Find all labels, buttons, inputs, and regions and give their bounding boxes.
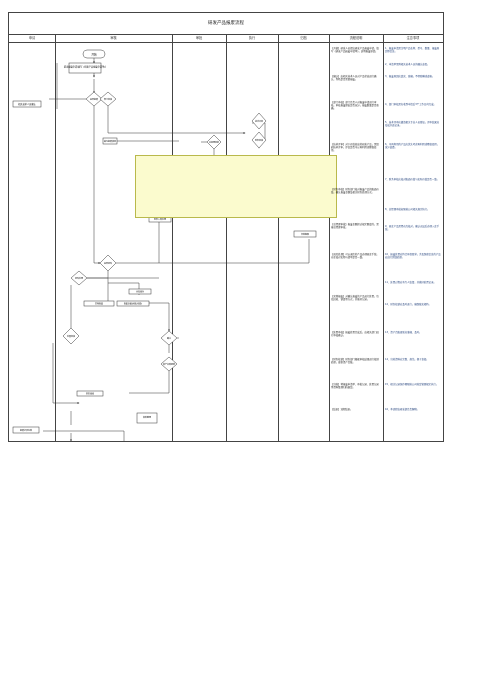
tech-confirm-label: 相关技术人员确认 (18, 102, 36, 106)
desc-12: 【结束】流程结束。 (331, 408, 353, 411)
scrap-decision-label: 是否报废 (90, 97, 98, 101)
record-archive-label: 报废记录存档 (20, 428, 32, 432)
annotation-sticky-note (135, 155, 337, 218)
doc-organize-label: 资料整理 (143, 415, 151, 419)
start-terminator (82, 49, 106, 59)
disposal-box (116, 300, 150, 307)
flow-diagram: 开始 提出报废申请(填写《研发产品报废申请单》) 相关技术人员确认 是否报废 部… (12, 49, 317, 441)
dept-review-decision (99, 91, 117, 107)
lane-divider (226, 42, 227, 441)
note-11: 11、处置过程应有专人监督，并做好处置记录。 (385, 281, 436, 284)
lane-divider (329, 42, 330, 441)
desc-10: 【财务核销】财务部门根据审核结果进行核销处理，更新资产台账。 (331, 358, 379, 365)
note-13: 13、资产台账更新应准确、及时。 (385, 331, 422, 334)
note-8: 8、总经理审批权限按公司相关规定执行。 (385, 208, 430, 211)
note-14: 14、归档资料应完整、规范，便于查阅。 (385, 358, 429, 361)
desc-11: 【归档】将报废申请单、审批记录、处置记录等资料整理归档备案。 (331, 383, 379, 390)
lane-header-archive: 归档 (278, 34, 330, 43)
desc-8: 【实物报废】对确认报废的产品进行处置，包括回收、销毁等方式，并做好记录。 (331, 295, 379, 302)
desc-4: 【技术评审】对于价值较高的研发产品，需组织技术评审，评估是否可以再利用或降级使用… (331, 143, 379, 153)
lane-header-approve: 审批 (172, 34, 227, 43)
disposal-review-decision (62, 327, 80, 345)
lane-header-apply: 申请 (9, 34, 56, 43)
fill-list-label: 填写报废清单 (104, 139, 116, 143)
note-15: 15、相关记录保存期限按公司档案管理规定执行。 (385, 383, 439, 386)
note-3: 3、报废原因应真实、准确，不得隐瞒或虚报。 (385, 75, 435, 78)
gm-approval-decision (206, 134, 222, 150)
finance-writeoff-label: 财务核销 (86, 392, 94, 396)
note-7: 7、财务审核应核对账面价值与实际价值是否一致。 (385, 178, 440, 181)
confirm-decision-label: 确认 (167, 336, 171, 340)
note-1: 1、报废申请需注明产品名称、型号、数量、报废原因等信息。 (385, 47, 440, 54)
desc-9: 【处置审核】报废处置完成后，由相关部门进行审核确认。 (331, 331, 379, 338)
finance-entry-label: 财务入账处理 (154, 217, 166, 221)
lane-header-review: 审核 (55, 34, 173, 43)
record-archive-box (12, 426, 40, 434)
disposal-label: 报废处置(回收/销毁) (124, 302, 142, 306)
lane-divider (383, 42, 384, 441)
lane-header-execute: 执行 (226, 34, 279, 43)
doc-organize-box (136, 412, 158, 424)
tech-review-decision (251, 112, 267, 130)
note-2: 2、申请单需附相关技术人员的确认意见。 (385, 63, 430, 66)
note-10: 10、报废处置应符合环保要求，涉及保密信息的产品应进行销毁处理。 (385, 253, 441, 260)
lane-divider (55, 42, 56, 441)
lane-divider (172, 42, 173, 441)
desc-5: 【财务审核】财务部门核对报废产品的账面价值，确认报废金额及相关财务处理方式。 (331, 188, 379, 195)
physical-scrap-box (83, 300, 115, 307)
note-4: 4、部门审核需在收到申请后3个工作日内完成。 (385, 103, 436, 106)
desc-6: 【总经理审批】报废金额超过规定额度的，需报总经理审批。 (331, 223, 379, 230)
ledger-decision (160, 356, 178, 372)
desc-2: 【确认】由相关技术人员对产品状态进行确认，判断是否需要报废。 (331, 75, 377, 82)
tech-review-label: 技术评审 (255, 119, 263, 123)
desc-header: 流程说明 (329, 34, 384, 43)
note-header: 注意事项 (383, 34, 443, 43)
desc-7: 【退库处理】可以退库的产品办理退库手续，仓库核对实物与清单是否一致。 (331, 253, 379, 260)
tech-confirm-box (12, 100, 42, 108)
dept-review-label: 部门审核 (104, 97, 112, 101)
confirm-decision (160, 330, 178, 346)
return-decision-label: 是否退库 (104, 261, 112, 265)
start-label: 开始 (91, 53, 97, 57)
disposal-review-label: 处置审核 (67, 334, 75, 338)
warehouse-check-label: 仓库核对 (136, 290, 144, 294)
return-decision (99, 254, 117, 272)
lane-divider (278, 42, 279, 441)
gm-approval-label: 总经理审批 (209, 140, 219, 144)
ledger-label: 资产台账更新 (163, 362, 175, 366)
note-16: 16、本流程由研发部负责解释。 (385, 408, 420, 411)
apply-process-box (68, 62, 102, 74)
archive-label: 归档备案 (301, 232, 309, 236)
return-process-label: 退库处理 (75, 276, 83, 280)
warehouse-check-box (128, 288, 152, 295)
archive-box (293, 230, 317, 238)
physical-scrap-label: 实物报废 (95, 302, 103, 306)
flowchart-sheet: 研发产品报废流程 申请 审核 审批 执行 归档 流程说明 注意事项 (8, 12, 444, 442)
apply-process-label: 提出报废申请(填写《研发产品报废申请单》) (64, 65, 106, 69)
desc-1: 【开始】研发人员提出研发产品报废申请，填写《研发产品报废申请单》，说明报废原因。 (331, 47, 379, 54)
finance-review-label: 财务审核 (255, 138, 263, 142)
scrap-decision (85, 91, 103, 107)
finance-review-decision (251, 131, 267, 149)
note-9: 9、退库产品需经仓库核对，确认无误后办理入库手续。 (385, 225, 440, 232)
note-12: 12、财务核销应及时进行，确保账实相符。 (385, 303, 432, 306)
desc-3: 【部门审核】部门负责人对报废申请进行审核，审核报废理由是否充分，报废数量是否准确… (331, 101, 379, 111)
note-5: 5、技术评审应邀请相关专业人员参加，评审结果应形成书面记录。 (385, 121, 440, 128)
return-process-decision (70, 270, 88, 286)
finance-writeoff-box (76, 390, 104, 397)
note-6: 6、可再利用的产品应优先考虑再利用或降级使用，减少浪费。 (385, 143, 440, 150)
fill-list-box (102, 137, 118, 145)
